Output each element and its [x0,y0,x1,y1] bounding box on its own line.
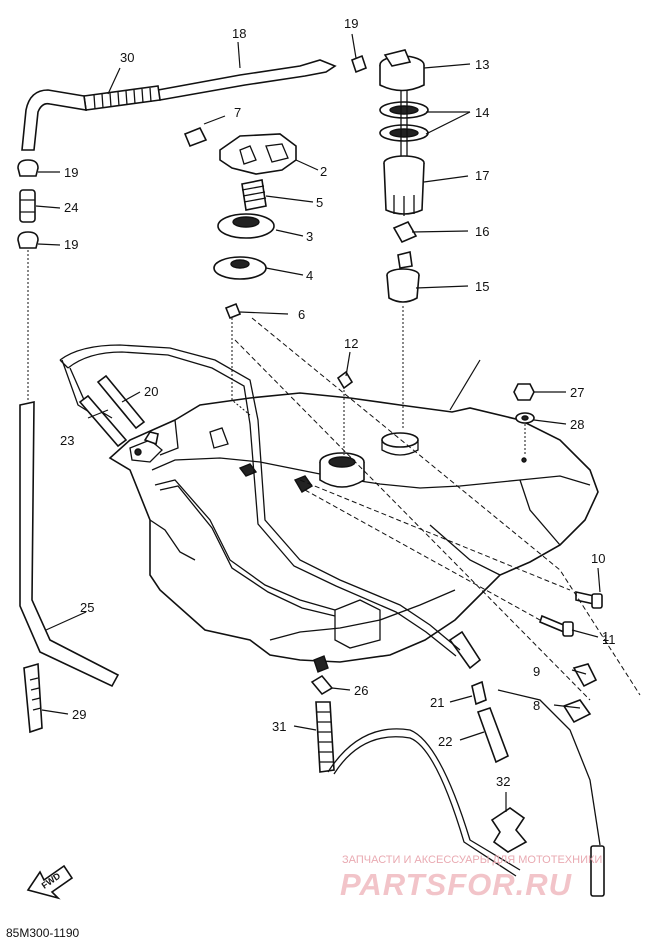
hose-joint-21 [471,680,487,706]
callout-5: 5 [316,195,323,210]
callout-21: 21 [430,695,444,710]
forward-arrow-icon: FWD [26,864,74,900]
drain-hose-end [590,845,605,897]
callout-13: 13 [475,57,489,72]
fuel-tank [108,392,599,670]
callout-10: 10 [591,551,605,566]
callout-24: 24 [64,200,78,215]
callout-labels: 1 2 3 4 5 6 7 8 9 10 11 12 13 14 15 16 1… [60,16,616,789]
gasket-4 [213,256,267,280]
callout-18: 18 [232,26,246,41]
watermark: ЗАПЧАСТИ И АКСЕССУАРЫ ДЛЯ МОТОТЕХНИКИ PA… [340,854,602,902]
clamp-32 [490,807,528,853]
fuel-hose-31-route [327,728,521,871]
callout-15: 15 [475,279,489,294]
callout-19-left-lower: 19 [64,237,78,252]
nut-27 [513,383,535,401]
leader-lines [35,33,601,812]
retainer-3 [217,213,275,239]
callout-8: 8 [533,698,540,713]
callout-2: 2 [320,164,327,179]
clip-9 [572,663,598,688]
callout-11: 11 [602,632,616,647]
hose-20 [96,374,146,430]
callout-30: 30 [120,50,134,65]
assembly-line-bolt-11 [304,489,541,621]
fuel-hose-31-route-inner [333,736,517,877]
strainer-17 [383,155,425,216]
callout-26: 26 [354,683,368,698]
callout-4: 4 [306,268,313,283]
callout-28: 28 [570,417,584,432]
callout-16: 16 [475,224,489,239]
callout-17: 17 [475,168,489,183]
callout-31: 31 [272,719,286,734]
breather-hose-18 [157,59,337,101]
drain-hose-route [497,689,601,846]
callout-7: 7 [234,105,241,120]
callout-19-top: 19 [344,16,358,31]
screw-7 [183,126,208,148]
breather-hose-upper-bend [21,89,87,151]
hose-clip-19-left-upper [17,159,39,177]
bolt-11 [539,614,574,637]
bracket-8 [562,699,592,724]
joint-pipe-24 [19,189,36,223]
bolt-10 [575,591,603,609]
callout-25: 25 [80,600,94,615]
hose-23 [78,394,128,448]
assembly-line-bracket-b [234,339,591,701]
callout-32: 32 [496,774,510,789]
callout-9: 9 [533,664,540,679]
clip-12 [336,370,354,390]
watermark-logo: PARTSFOR.RU [340,867,573,902]
nut-6 [224,302,242,320]
callout-23: 23 [60,433,74,448]
callout-14: 14 [475,105,489,120]
callout-3: 3 [306,229,313,244]
watermark-caption: ЗАПЧАСТИ И АКСЕССУАРЫ ДЛЯ МОТОТЕХНИКИ [342,854,602,866]
callout-27: 27 [570,385,584,400]
callout-22: 22 [438,734,452,749]
hose-clip-19-left-lower [17,231,39,249]
breather-hose-25 [19,401,120,688]
callout-6: 6 [298,307,305,322]
gasket-14-a [379,101,429,119]
pump-shaft [400,90,408,160]
callout-1: 1 [602,629,609,644]
valve-15 [386,251,420,303]
fuel-hose-31 [315,701,335,773]
cap-2 [219,133,297,175]
overflow-tube-routing [59,344,461,657]
gasket-14-b [379,124,429,142]
cable-tie-29 [23,662,43,734]
callout-19-left-upper: 19 [64,165,78,180]
clip-16 [392,220,418,244]
callout-29: 29 [72,707,86,722]
washer-28 [515,412,535,424]
hose-22 [476,706,510,764]
callout-20: 20 [144,384,158,399]
assembly-line-bracket-a [251,317,641,696]
assembly-line-bolt-10 [299,479,571,591]
assembly-line-cap [231,318,251,416]
callout-12: 12 [344,336,358,351]
spring-5 [241,179,267,211]
clip-19-top [351,54,367,74]
drawing-code: 85M300-1190 [6,926,79,940]
pump-top-13 [379,49,425,92]
spring-guard-30 [83,85,161,111]
